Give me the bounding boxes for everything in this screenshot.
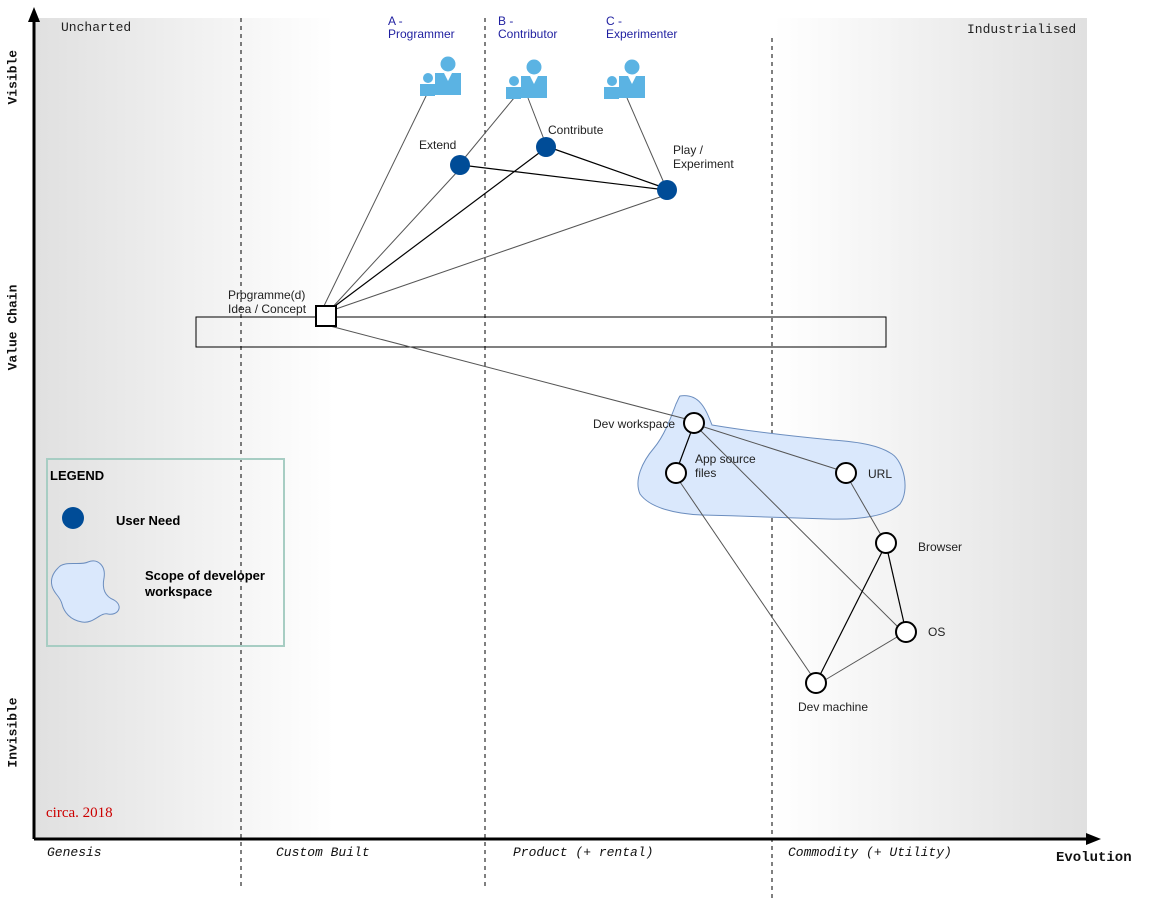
link-browser-devmachine xyxy=(819,551,883,676)
dev-workspace-node xyxy=(683,412,705,434)
stage-commodity: Commodity (+ Utility) xyxy=(788,845,952,860)
url-node xyxy=(835,462,857,484)
link-workspace-appsource xyxy=(678,431,692,465)
contribute-node xyxy=(536,137,556,157)
app-source-node xyxy=(665,462,687,484)
extend-node xyxy=(450,155,470,175)
link-programmer-idea xyxy=(321,91,429,311)
link-idea-workspace xyxy=(329,325,687,420)
play-label: Play / Experiment xyxy=(673,143,734,171)
legend-user-need-label: User Need xyxy=(116,513,181,528)
idea-label: Programme(d) Idea / Concept xyxy=(228,288,307,316)
legend-user-need-swatch xyxy=(62,507,84,529)
extend-label: Extend xyxy=(419,138,457,152)
invisible-label: Invisible xyxy=(5,697,21,768)
x-axis-arrow xyxy=(1086,833,1101,845)
y-axis-arrow xyxy=(28,7,40,22)
legend-scope-label: Scope of developer workspace xyxy=(145,568,265,599)
evolution-label: Evolution xyxy=(1056,850,1132,866)
link-url-browser xyxy=(850,482,882,536)
developer-workspace-scope xyxy=(637,395,906,520)
link-experimenter-play xyxy=(626,97,665,184)
link-workspace-os xyxy=(700,430,899,628)
link-contribute-idea xyxy=(330,152,540,310)
browser-label: Browser xyxy=(918,540,963,554)
contributor-persona-icon xyxy=(506,59,547,99)
link-contributor-contribute xyxy=(527,97,546,143)
link-contributor-extend xyxy=(461,97,515,162)
legend-title: LEGEND xyxy=(50,468,105,483)
link-extend-idea xyxy=(329,170,459,311)
legend-scope-swatch xyxy=(51,560,120,623)
date-note: circa. 2018 xyxy=(46,805,113,821)
app-source-label: App source files xyxy=(695,452,756,480)
os-label: OS xyxy=(928,625,946,639)
visible-label: Visible xyxy=(5,49,21,105)
uncharted-label: Uncharted xyxy=(61,20,132,35)
industrialised-zone xyxy=(774,18,1087,838)
persona-programmer-label: A - Programmer xyxy=(388,14,455,41)
stage-custom-built: Custom Built xyxy=(276,845,370,860)
experimenter-persona-icon xyxy=(604,59,645,99)
link-contribute-play xyxy=(553,148,660,187)
link-workspace-url xyxy=(703,426,837,470)
link-appsource-devmachine xyxy=(679,481,813,677)
os-node xyxy=(895,621,917,643)
play-node xyxy=(657,180,677,200)
link-devmachine-os xyxy=(824,636,898,681)
dev-machine-label: Dev machine xyxy=(798,700,869,714)
link-play-idea xyxy=(332,195,664,311)
idea-pipeline xyxy=(195,316,887,348)
url-label: URL xyxy=(868,467,893,481)
link-browser-os xyxy=(887,552,905,624)
contribute-label: Contribute xyxy=(548,123,604,137)
dev-workspace-label: Dev workspace xyxy=(593,417,676,431)
dev-machine-node xyxy=(805,672,827,694)
legend-box xyxy=(46,458,285,647)
programmer-persona-icon xyxy=(420,56,461,96)
stage-genesis: Genesis xyxy=(47,845,102,860)
persona-contributor-label: B - Contributor xyxy=(498,14,558,41)
value-chain-label: Value Chain xyxy=(5,284,21,371)
idea-node xyxy=(315,305,337,327)
stage-product: Product (+ rental) xyxy=(513,845,654,860)
persona-experimenter-label: C - Experimenter xyxy=(606,14,678,41)
uncharted-zone xyxy=(34,18,334,838)
browser-node xyxy=(875,532,897,554)
industrialised-label: Industrialised xyxy=(967,22,1077,37)
link-extend-play xyxy=(468,165,659,190)
